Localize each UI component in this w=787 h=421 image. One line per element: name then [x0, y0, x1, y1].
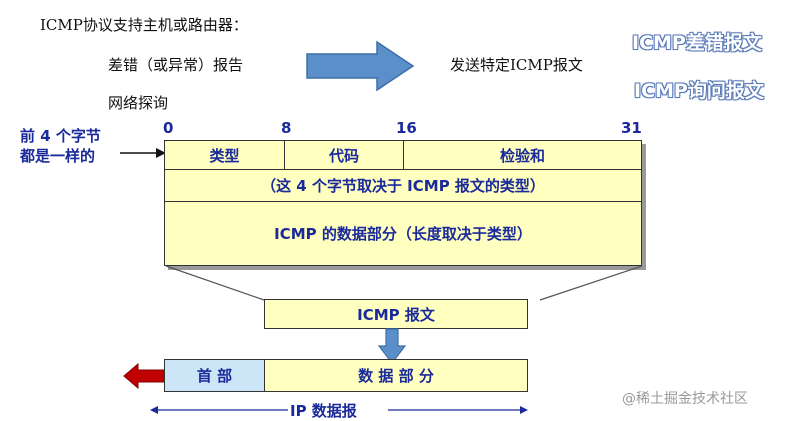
- bit-0: 0: [163, 119, 174, 137]
- intro-item-query: 网络探询: [108, 94, 169, 112]
- send-text: 发送特定ICMP报文: [450, 56, 583, 74]
- intro-item-error: 差错（或异常）报告: [108, 56, 244, 74]
- down-arrow-icon: [377, 328, 407, 364]
- query-message-tag: ICMP询问报文: [634, 80, 764, 102]
- error-message-tag: ICMP差错报文: [632, 32, 762, 54]
- same-bytes-note-line2: 都是一样的: [20, 147, 96, 165]
- icmp-message-box: ICMP 报文: [264, 299, 528, 329]
- bit-8: 8: [281, 119, 292, 137]
- type-field: 类型: [164, 140, 285, 170]
- ip-span-line: [150, 406, 528, 414]
- bit-16: 16: [396, 119, 417, 137]
- bit-31: 31: [621, 119, 642, 137]
- ip-data-cell: 数 据 部 分: [264, 359, 528, 392]
- funnel-lines: [165, 265, 643, 301]
- icmp-data-field: ICMP 的数据部分（长度取决于类型）: [164, 201, 642, 266]
- type-dependent-field: （这 4 个字节取决于 ICMP 报文的类型）: [164, 169, 642, 202]
- same-bytes-note: 前 4 个字节 都是一样的: [20, 126, 101, 166]
- send-arrow-icon: [306, 40, 415, 92]
- checksum-field: 检验和: [403, 140, 642, 170]
- ip-datagram-label: IP 数据报: [290, 402, 357, 420]
- code-field: 代码: [284, 140, 404, 170]
- intro-heading: ICMP协议支持主机或路由器：: [40, 16, 248, 34]
- same-bytes-note-line1: 前 4 个字节: [20, 127, 101, 145]
- ip-header-cell: 首 部: [164, 359, 265, 392]
- note-pointer-arrow-icon: [120, 148, 166, 158]
- left-arrow-icon: [123, 362, 165, 390]
- watermark: @稀土掘金技术社区: [622, 391, 748, 407]
